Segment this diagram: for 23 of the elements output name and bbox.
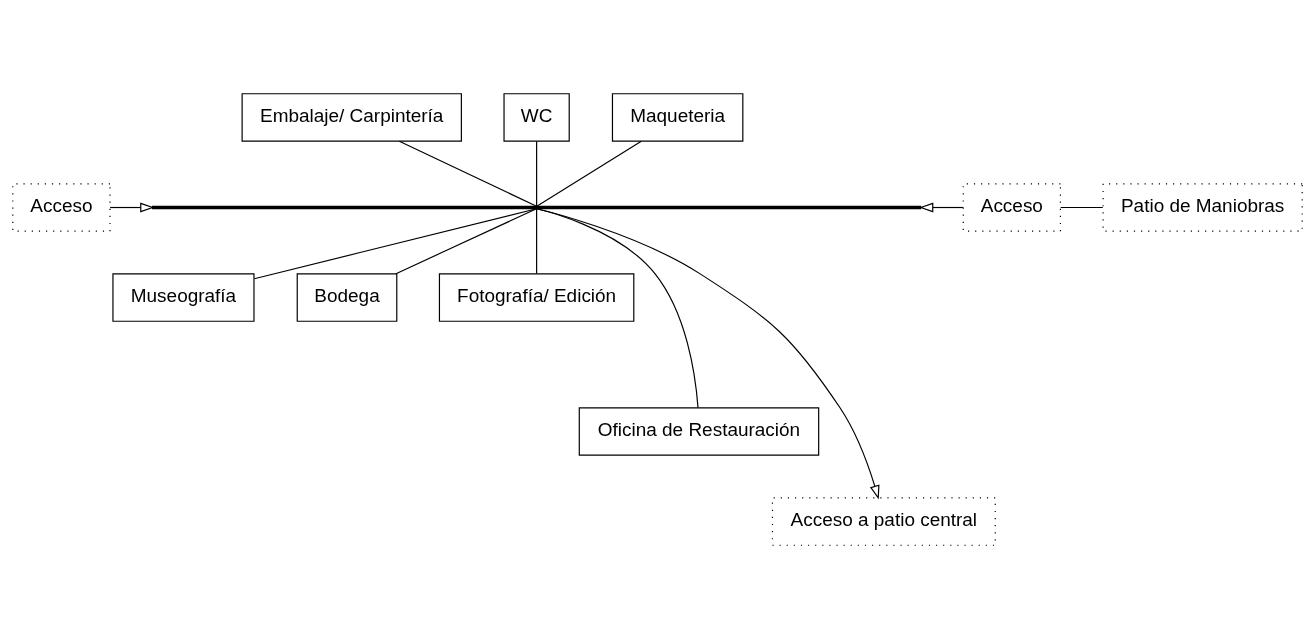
- node-box: Acceso: [12, 183, 111, 232]
- node-box: Museografía: [112, 273, 255, 322]
- connector: [253, 208, 538, 280]
- node-box: Acceso a patio central: [771, 497, 996, 546]
- node-box: Patio de Maniobras: [1102, 183, 1303, 232]
- node-box: Embalaje/ Carpintería: [241, 93, 462, 142]
- arrow: [536, 208, 880, 500]
- node-box: Fotografía/ Edición: [438, 273, 635, 322]
- node-box: WC: [503, 93, 570, 142]
- node-box: Acceso: [962, 183, 1062, 232]
- arrow: [919, 202, 964, 213]
- node-box: Oficina de Restauración: [578, 407, 820, 456]
- connector: [536, 208, 699, 409]
- node-bar: [152, 205, 922, 210]
- node-box: Bodega: [296, 273, 398, 322]
- connector: [536, 140, 642, 207]
- connector: [395, 208, 538, 275]
- connector: [398, 140, 538, 207]
- connector: [536, 140, 538, 207]
- connector: [536, 208, 538, 275]
- connector: [1060, 206, 1104, 209]
- node-box: Maqueteria: [611, 93, 744, 142]
- arrow: [109, 202, 155, 213]
